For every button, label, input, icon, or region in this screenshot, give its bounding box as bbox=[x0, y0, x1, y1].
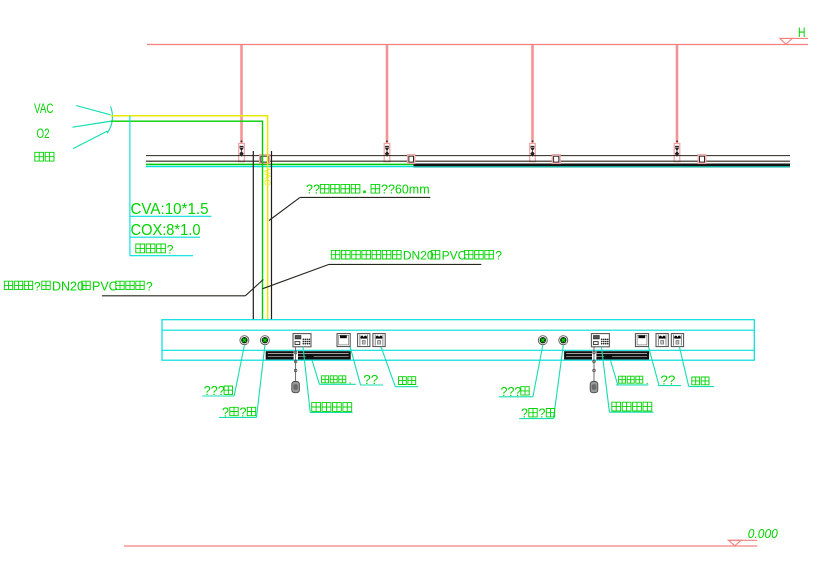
svg-text:?: ? bbox=[539, 407, 546, 421]
svg-text:???: ??? bbox=[204, 384, 225, 398]
svg-text:??: ?? bbox=[660, 373, 675, 388]
svg-text:??: ?? bbox=[363, 372, 378, 387]
svg-text:PVC: PVC bbox=[92, 279, 118, 293]
svg-text:DN20: DN20 bbox=[52, 279, 84, 293]
svg-text:PVC: PVC bbox=[442, 249, 467, 263]
svg-text:??: ?? bbox=[306, 183, 320, 197]
svg-text:?: ? bbox=[167, 242, 174, 256]
svg-text:.: . bbox=[349, 375, 352, 387]
svg-text:?: ? bbox=[34, 279, 41, 293]
svg-text:?: ? bbox=[146, 279, 153, 293]
svg-text:?: ? bbox=[495, 249, 502, 263]
svg-text:O2: O2 bbox=[37, 126, 50, 141]
svg-text:.: . bbox=[646, 375, 649, 387]
svg-text:0.000: 0.000 bbox=[748, 526, 779, 541]
svg-text:?: ? bbox=[240, 406, 247, 420]
svg-text:CVA:10*1.5: CVA:10*1.5 bbox=[131, 201, 209, 218]
svg-text:??60mm: ??60mm bbox=[381, 183, 430, 197]
svg-text:H: H bbox=[798, 25, 806, 40]
svg-text:?: ? bbox=[521, 407, 528, 421]
svg-text:VAC: VAC bbox=[34, 101, 54, 116]
svg-text:COX:8*1.0: COX:8*1.0 bbox=[131, 222, 201, 239]
svg-text:?: ? bbox=[222, 406, 229, 420]
svg-text:???: ??? bbox=[501, 385, 522, 399]
svg-text:VAC: VAC bbox=[263, 169, 273, 186]
svg-text:DN20: DN20 bbox=[403, 249, 434, 263]
